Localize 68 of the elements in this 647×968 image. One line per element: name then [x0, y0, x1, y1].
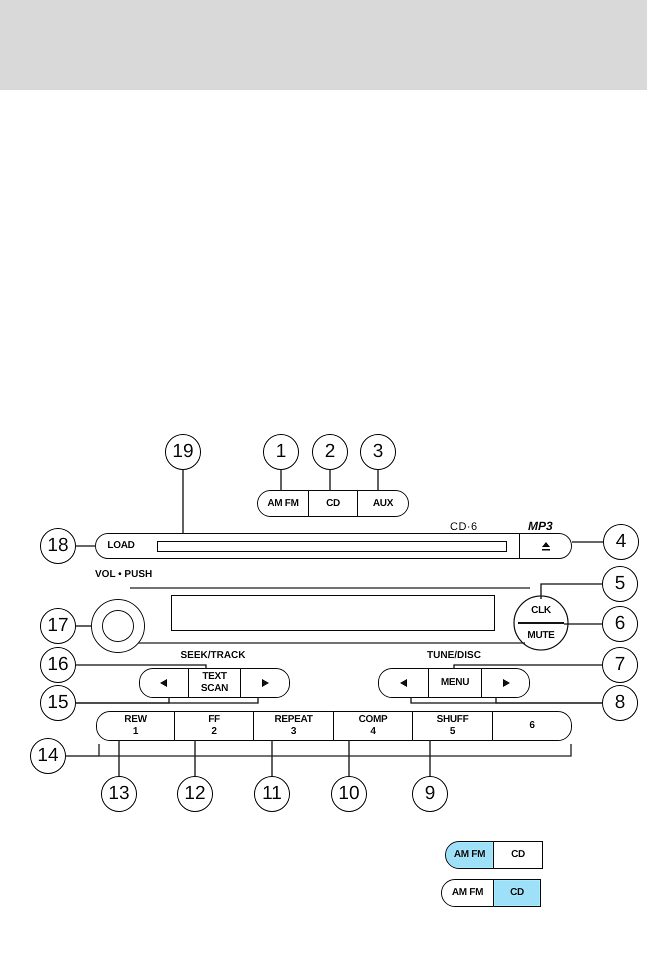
bracket [98, 743, 573, 758]
leader-line [453, 664, 602, 668]
callout-number: 5 [602, 566, 638, 602]
leader-line [76, 698, 259, 704]
tune-button [481, 668, 530, 698]
preset-button: FF 2 [174, 711, 254, 741]
preset-button: 6 [492, 711, 572, 741]
radio-button: AM FM [441, 879, 494, 907]
radio-button: TEXT SCAN [188, 668, 241, 698]
callout-number: 18 [40, 528, 76, 564]
knob-label: VOL • PUSH [95, 569, 152, 580]
eject-button [519, 533, 572, 559]
volume-knob [91, 599, 145, 653]
button-group-label: SEEK/TRACK [179, 650, 246, 661]
load-button: LOAD [95, 533, 147, 559]
leader-line [329, 470, 331, 490]
radio-button: AUX [357, 490, 409, 517]
callout-number: 4 [603, 524, 639, 560]
leader-line [76, 625, 91, 627]
leader-line [76, 545, 95, 547]
preset-button: SHUFF 5 [412, 711, 493, 741]
leader-line [271, 741, 273, 776]
leader-line [118, 741, 120, 776]
leader-line [377, 470, 379, 490]
leader-line [280, 470, 282, 490]
display-screen [171, 595, 495, 631]
leader-line [182, 470, 184, 533]
callout-number: 7 [602, 647, 638, 683]
callout-number: 6 [602, 606, 638, 642]
callout-number: 16 [40, 647, 76, 683]
callout-number: 8 [602, 685, 638, 721]
callout-number: 3 [360, 434, 396, 470]
callout-number: 14 [30, 738, 66, 774]
radio-button: CD [308, 490, 358, 517]
leader-line [348, 741, 350, 776]
leader-line [572, 541, 603, 543]
seek-button [240, 668, 290, 698]
callout-number: 9 [412, 776, 448, 812]
leader-line [76, 664, 207, 668]
disc-slot [146, 533, 520, 559]
callout-number: 15 [40, 685, 76, 721]
radio-button: MENU [428, 668, 482, 698]
preset-button: COMP 4 [333, 711, 413, 741]
format-label: MP3 [528, 519, 553, 533]
callout-number: 17 [40, 608, 76, 644]
seek-button [139, 668, 189, 698]
preset-button: REPEAT 3 [253, 711, 334, 741]
leader-line [429, 741, 431, 776]
leader-line [194, 741, 196, 776]
tune-button [378, 668, 429, 698]
panel-label: CD·6 [450, 521, 478, 533]
leader-line [564, 623, 602, 625]
leader-line [66, 755, 100, 757]
callout-number: 11 [254, 776, 290, 812]
radio-button: CD [493, 841, 543, 869]
callout-number: 10 [331, 776, 367, 812]
leader-line [540, 583, 602, 599]
radio-button: AM FM [445, 841, 494, 869]
callout-number: 2 [312, 434, 348, 470]
radio-button: AM FM [257, 490, 309, 517]
leader-line [495, 698, 602, 704]
callout-number: 12 [177, 776, 213, 812]
preset-button: REW 1 [96, 711, 175, 741]
radio-button: CD [493, 879, 541, 907]
button-group-label: TUNE/DISC [426, 650, 482, 661]
callout-number: 13 [101, 776, 137, 812]
callout-number: 1 [263, 434, 299, 470]
callout-number: 19 [165, 434, 201, 470]
